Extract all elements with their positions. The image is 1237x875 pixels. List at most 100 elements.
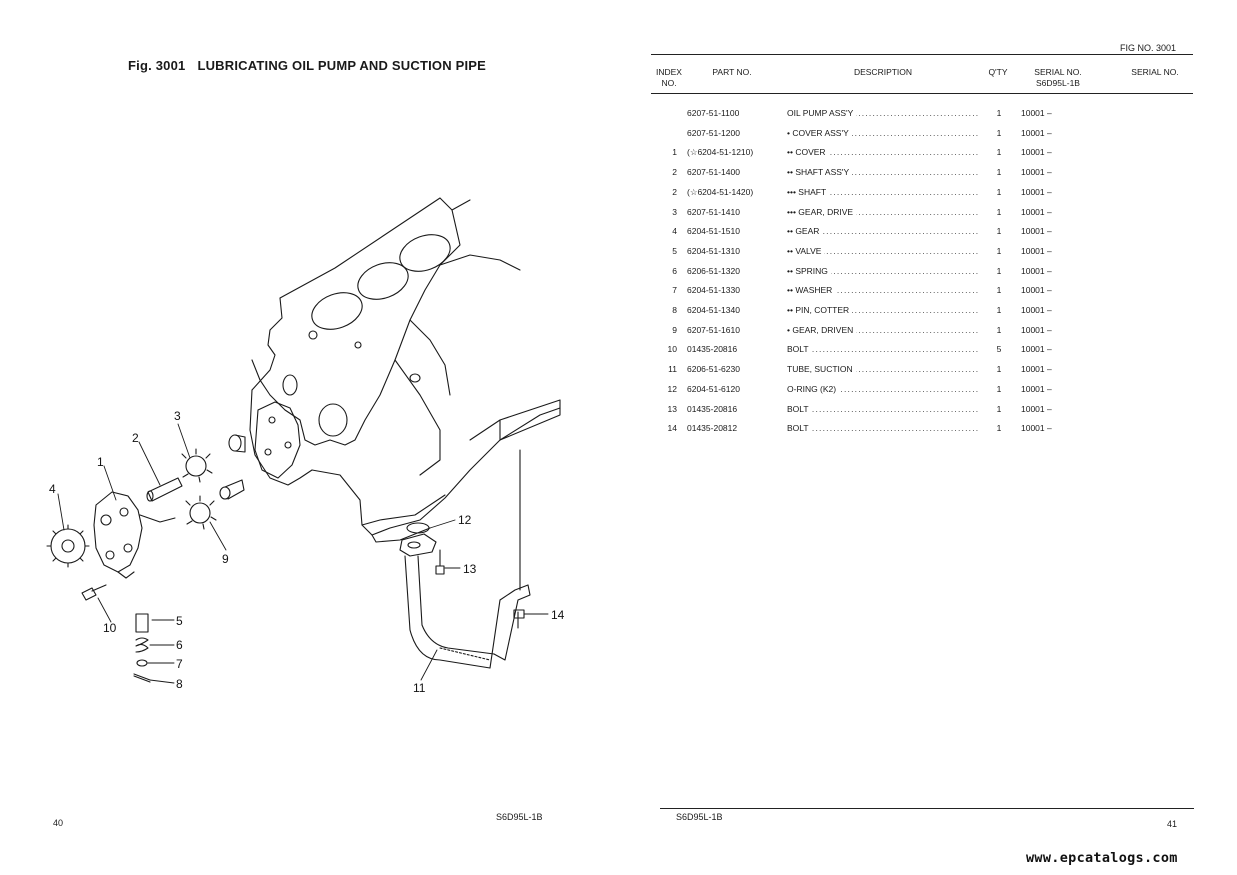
cell-part-no: 6206-51-6230 <box>687 364 740 375</box>
cell-description: ........................................… <box>787 107 980 119</box>
cell-qty: 1 <box>996 383 1002 394</box>
cell-qty: 1 <box>996 245 1002 256</box>
cell-index: 10 <box>667 344 677 355</box>
cell-description: ........................................… <box>787 206 980 218</box>
suction-tube-drawing <box>399 449 531 669</box>
leader-dots: ........................................… <box>787 245 980 256</box>
cell-description-text: •• VALVE <box>787 245 825 256</box>
cell-description-text: • COVER ASS'Y <box>787 127 852 138</box>
cell-serial: 10001 – <box>1021 127 1052 138</box>
cell-description: ........................................… <box>787 422 980 434</box>
cell-part-no: 01435-20816 <box>687 344 738 355</box>
cell-index: 9 <box>672 324 677 335</box>
leader-dots: ........................................… <box>787 226 980 237</box>
table-top-rule <box>651 54 1193 55</box>
callout-13: 13 <box>463 562 477 576</box>
cell-description: ........................................… <box>787 265 980 277</box>
cell-qty: 1 <box>996 108 1002 118</box>
cell-description-text: BOLT <box>787 423 812 434</box>
cell-serial: 10001 – <box>1021 147 1052 158</box>
callout-9: 9 <box>222 552 229 566</box>
cell-description-text: BOLT <box>787 403 812 414</box>
engine-block-drawing <box>219 197 561 543</box>
header-serial-line1: SERIAL NO. <box>1034 67 1082 77</box>
leader-dots: ........................................… <box>787 305 980 315</box>
leader-dots: ........................................… <box>787 383 980 394</box>
cell-index: 4 <box>672 226 677 237</box>
callout-leader-lines <box>57 423 549 684</box>
cell-serial: 10001 – <box>1021 423 1052 434</box>
cell-serial: 10001 – <box>1021 206 1052 217</box>
cell-index: 8 <box>672 305 677 315</box>
cell-description: ........................................… <box>787 284 980 296</box>
cell-part-no: 6204-51-1340 <box>687 305 740 315</box>
cell-index: 12 <box>667 383 677 394</box>
cell-part-no: 01435-20816 <box>687 403 738 414</box>
cell-qty: 1 <box>996 423 1002 434</box>
cell-index: 2 <box>672 186 677 197</box>
cell-qty: 1 <box>996 324 1002 335</box>
cell-qty: 1 <box>996 305 1002 315</box>
callout-1: 1 <box>97 455 104 469</box>
cell-description-text: ••• GEAR, DRIVE <box>787 206 857 217</box>
callout-12: 12 <box>458 513 472 527</box>
cell-qty: 1 <box>996 147 1002 158</box>
cell-part-no: 6204-51-1310 <box>687 245 740 256</box>
page-number-left: 40 <box>53 818 64 828</box>
leader-dots: ........................................… <box>787 186 980 197</box>
cell-description: ........................................… <box>787 166 980 178</box>
header-serial-2: SERIAL NO. <box>1131 67 1179 77</box>
cell-description-text: OIL PUMP ASS'Y <box>787 108 857 118</box>
callout-14: 14 <box>551 608 565 622</box>
leader-dots: ........................................… <box>787 423 980 434</box>
cell-part-no: 6207-51-1610 <box>687 324 740 335</box>
leader-dots: ........................................… <box>787 403 980 414</box>
cell-description-text: •• SPRING <box>787 265 831 276</box>
callout-7: 7 <box>176 657 183 671</box>
cell-description: ........................................… <box>787 403 980 415</box>
cell-part-no: 01435-20812 <box>687 423 738 434</box>
callout-numbers: 1 2 3 4 5 6 7 8 9 10 11 12 13 14 <box>49 409 565 695</box>
cell-description-text: •• SHAFT ASS'Y <box>787 167 853 178</box>
leader-dots: ........................................… <box>787 344 980 355</box>
cell-part-no: 6206-51-1320 <box>687 265 740 276</box>
leader-dots: ........................................… <box>787 127 980 138</box>
cell-qty: 1 <box>996 265 1002 276</box>
cell-serial: 10001 – <box>1021 167 1052 178</box>
fig-number-label: FIG NO. 3001 <box>1120 43 1177 53</box>
cell-part-no: 6204-51-6120 <box>687 383 740 394</box>
cell-serial: 10001 – <box>1021 108 1052 118</box>
cell-index: 7 <box>672 285 677 296</box>
cell-part-no: 6207-51-1410 <box>687 206 740 217</box>
leader-dots: ........................................… <box>787 285 980 296</box>
callout-5: 5 <box>176 614 183 628</box>
cell-description: ........................................… <box>787 324 980 336</box>
cell-qty: 1 <box>996 364 1002 375</box>
cell-index: 2 <box>672 167 677 178</box>
leader-dots: ........................................… <box>787 167 980 178</box>
cell-part-no: 6207-51-1200 <box>687 127 740 138</box>
cell-index: 6 <box>672 265 677 276</box>
cell-description: ........................................… <box>787 146 980 158</box>
pump-parts-drawing <box>46 448 217 683</box>
cell-part-no: 6207-51-1100 <box>687 108 740 118</box>
page-number-right: 41 <box>1167 819 1178 829</box>
cell-serial: 10001 – <box>1021 186 1052 197</box>
cell-serial: 10001 – <box>1021 324 1052 335</box>
table-header-rule <box>651 93 1193 94</box>
callout-4: 4 <box>49 482 56 496</box>
leader-dots: ........................................… <box>787 206 980 217</box>
leader-dots: ........................................… <box>787 265 980 276</box>
cell-index: 3 <box>672 206 677 217</box>
watermark-url: www.epcatalogs.com <box>1026 850 1178 866</box>
cell-description: ........................................… <box>787 127 980 139</box>
cell-part-no: 6204-51-1330 <box>687 285 740 296</box>
callout-10: 10 <box>103 621 117 635</box>
cell-qty: 5 <box>996 344 1002 355</box>
exploded-parts-diagram: 1 2 3 4 5 6 7 8 9 10 11 12 13 14 <box>46 197 565 695</box>
figure-number: Fig. 3001 <box>128 58 186 73</box>
cell-description-text: O-RING (K2) <box>787 383 840 394</box>
table-bottom-rule <box>660 808 1194 809</box>
header-index-line1: INDEX <box>656 67 682 77</box>
